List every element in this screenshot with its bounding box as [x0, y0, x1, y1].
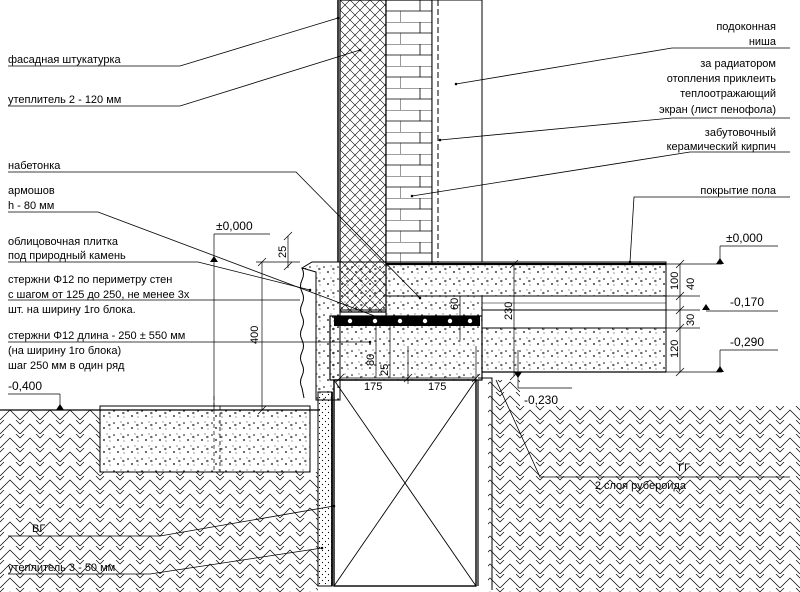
level-left-0000: ±0,000 [216, 219, 253, 233]
leader-floor [628, 196, 790, 264]
level-m0400: -0,400 [8, 379, 42, 393]
label-floor: покрытие пола [700, 185, 777, 197]
leader-insulation3 [8, 546, 324, 575]
topping-slope [339, 261, 387, 311]
label-brick-2: керамический кирпич [667, 141, 776, 153]
label-rods2-1: стержни Φ12 длина - 250 ± 550 мм [8, 330, 185, 342]
leader-sill [454, 47, 790, 86]
label-radiator-4: экран (лист пенофола) [659, 104, 776, 116]
leader-insulation2 [8, 48, 362, 107]
soil-right [488, 380, 800, 592]
dim-30: 30 [685, 314, 697, 326]
dim-40: 40 [685, 278, 697, 290]
label-sill-2: ниша [749, 36, 777, 48]
leader-mesh [8, 211, 382, 320]
label-rods2-2: (на ширину 1го блока) [8, 345, 121, 357]
leader-plaster [8, 16, 340, 67]
dim-400: 400 [249, 326, 261, 344]
label-brick-1: забутовочный [705, 127, 776, 139]
dim-120: 120 [669, 340, 681, 358]
label-roofing: 2 слоя рубероида [595, 480, 687, 492]
dimension-lines [8, 231, 778, 472]
dim-25-top: 25 [277, 246, 289, 258]
label-rods2-3: шаг 250 мм в один ряд [8, 360, 125, 372]
stone-tile-edge [300, 267, 305, 399]
level-m0290: -0,290 [730, 335, 764, 349]
radiator-niche [431, 0, 483, 263]
foundation-block-cross [333, 379, 477, 587]
label-rods1-3: шт. на ширину 1го блока. [8, 304, 136, 316]
stone-tile-cladding [300, 261, 341, 401]
right-footing-edge [478, 377, 493, 590]
dim-230: 230 [503, 302, 515, 320]
belt-rebar-layer [334, 316, 480, 326]
leader-topping [8, 171, 422, 300]
level-right-0000: ±0,000 [726, 231, 763, 245]
blind-area-concrete [99, 405, 311, 473]
dim-25-low: 25 [379, 364, 391, 376]
dim-80: 80 [365, 354, 377, 366]
brick-wall [385, 0, 433, 265]
concrete-topping [385, 295, 483, 317]
label-tile-1: облицовочная плитка [8, 236, 119, 248]
dim-175-b: 175 [428, 381, 446, 393]
leader-radiator [438, 117, 790, 142]
floor-base-slab [481, 327, 667, 373]
label-radiator-2: отопления приклеить [667, 73, 777, 85]
label-sill-1: подоконная [716, 21, 776, 33]
label-plaster: фасадная штукатурка [8, 54, 122, 66]
label-topping: набетонка [8, 160, 61, 172]
label-rods1-1: стержни Φ12 по периметру стен [8, 274, 172, 286]
leader-gg [495, 379, 790, 478]
leader-lines [8, 16, 790, 575]
label-tile-2: под природный камень [8, 250, 126, 262]
label-radiator-1: за радиатором [700, 58, 776, 70]
label-mesh-2: h - 80 мм [8, 200, 54, 212]
dim-100: 100 [669, 272, 681, 290]
leader-tile [8, 261, 312, 292]
level-m0230: -0,230 [524, 393, 558, 407]
facade-insulation [339, 0, 387, 313]
dim-175-a: 175 [364, 381, 382, 393]
reinforced-belt [329, 315, 483, 381]
label-vg: ВГ [32, 523, 45, 535]
floor-screed [385, 261, 667, 297]
label-mesh-1: армошов [8, 185, 55, 197]
label-radiator-3: теплоотражающий [680, 88, 776, 100]
rebar-dots [347, 318, 473, 324]
dim-60: 60 [449, 298, 461, 310]
level-m0170: -0,170 [730, 295, 764, 309]
label-insulation3: утеплитель 3 - 50 мм [8, 562, 115, 574]
label-gg: ГГ [678, 462, 690, 474]
vertical-insulation [317, 391, 333, 587]
level-markers [56, 256, 724, 410]
label-insulation2: утеплитель 2 - 120 мм [8, 94, 121, 106]
label-rods1-2: с шагом от 125 до 250, не менее 3х [8, 289, 190, 301]
leader-vg [8, 504, 336, 537]
leader-brick [410, 151, 790, 198]
